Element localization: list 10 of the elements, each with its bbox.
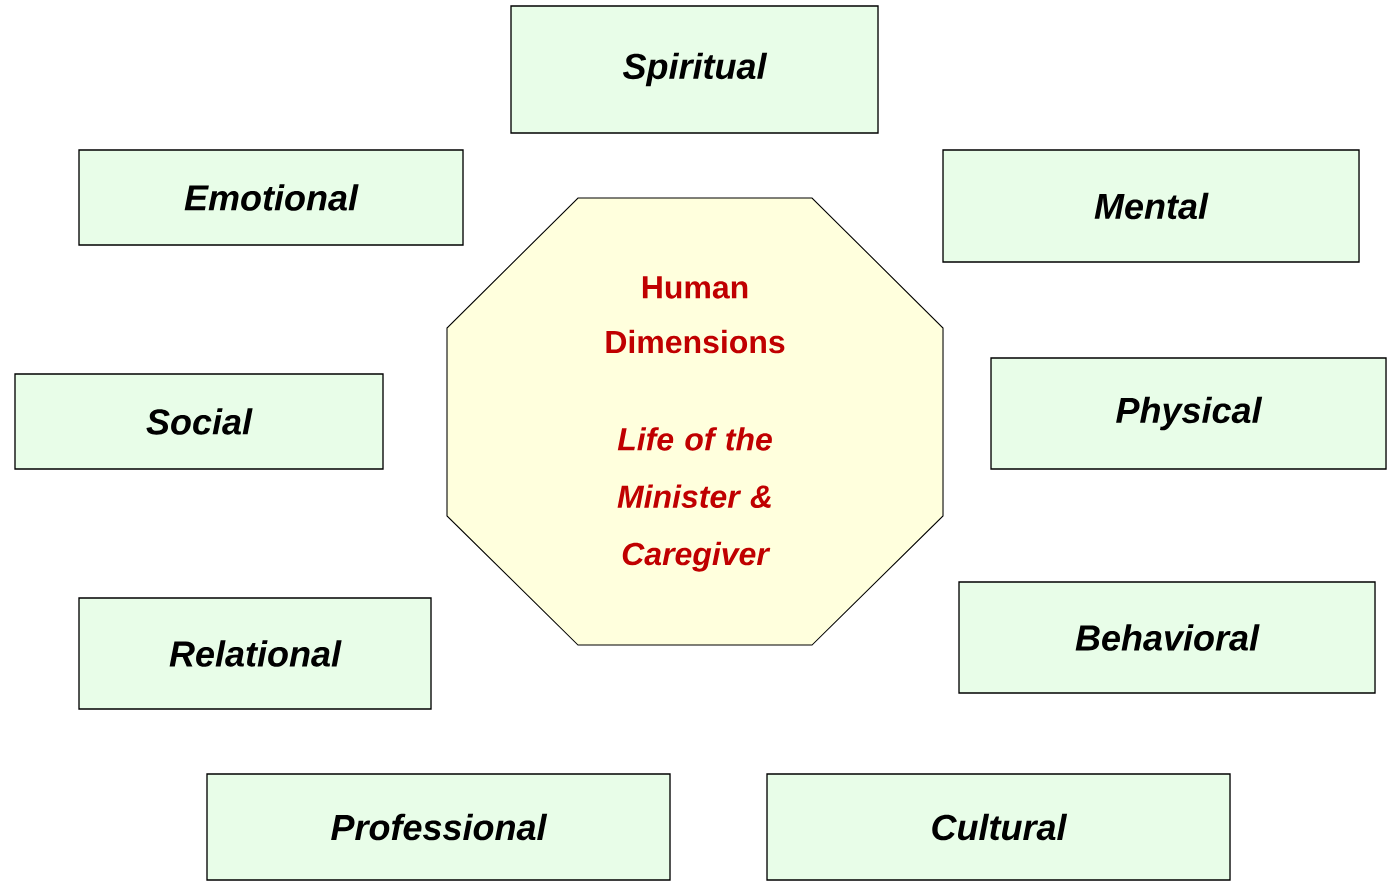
dimension-box: Mental <box>942 149 1360 263</box>
dimension-box: Spiritual <box>510 5 879 134</box>
dimension-box: Relational <box>78 597 432 710</box>
dimension-box: Cultural <box>766 773 1231 881</box>
dimension-box: Professional <box>206 773 671 881</box>
octagon: Human Dimensions Life of the Minister & Caregiver <box>446 197 944 646</box>
dimension-box: Physical <box>990 357 1387 470</box>
dimension-box: Social <box>14 373 384 470</box>
dimension-box: Emotional <box>78 149 464 246</box>
dimension-box: Behavioral <box>958 581 1376 694</box>
